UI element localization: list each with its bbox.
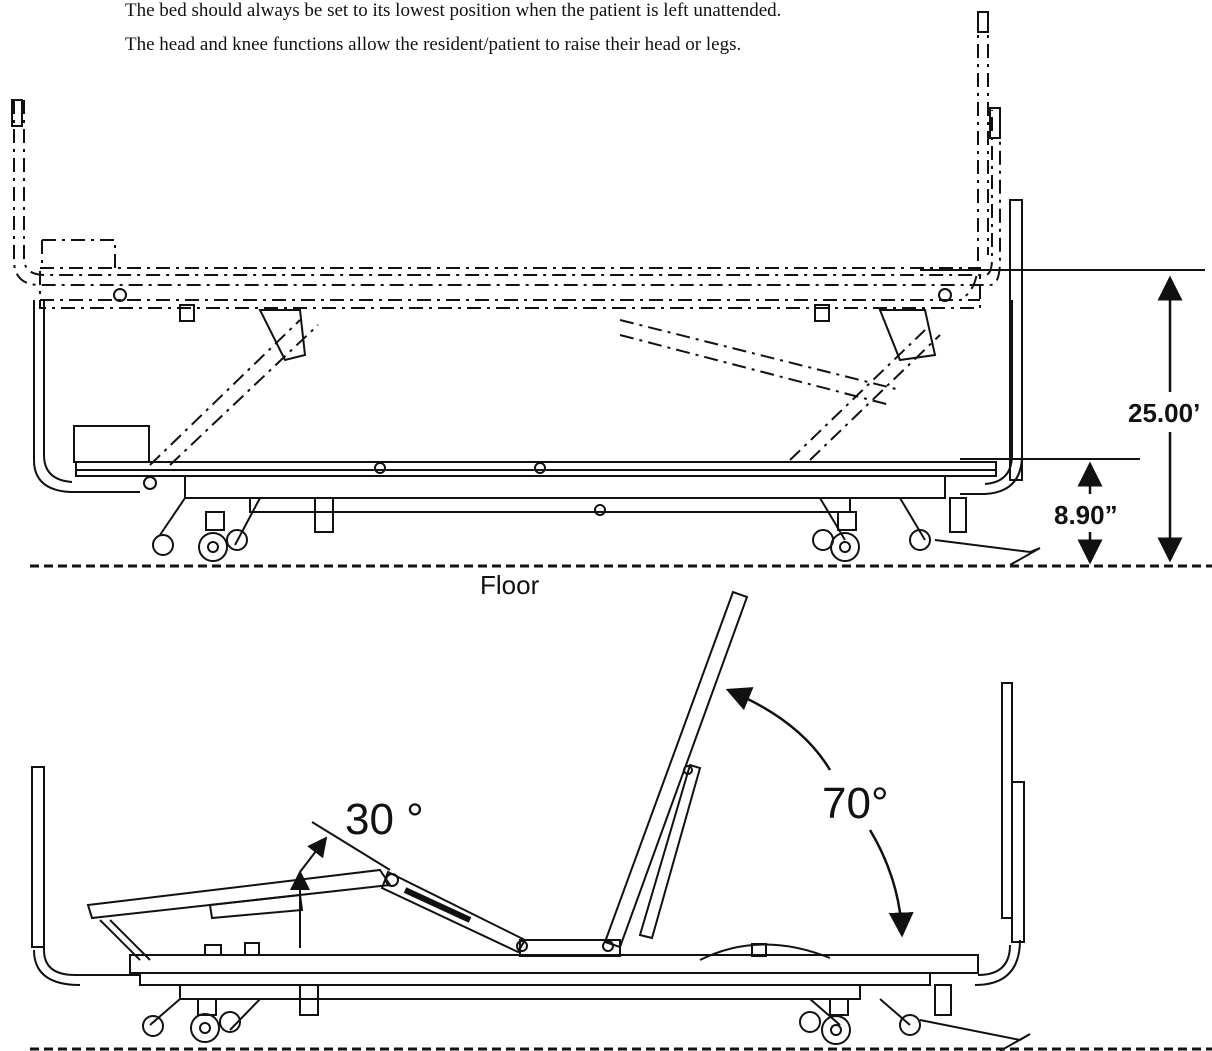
dimension-low-label: 8.90”	[1054, 500, 1118, 530]
caption-line-2: The head and knee functions allow the re…	[125, 34, 742, 55]
top-bed-figure	[11, 11, 1205, 566]
knee-angle-indicator	[290, 821, 391, 948]
floor-label: Floor	[480, 570, 540, 600]
bottom-bed-figure	[31, 590, 1031, 1051]
dimension-high-label: 25.00’	[1128, 398, 1200, 428]
low-position-frame	[33, 300, 1041, 566]
head-angle-label: 70°	[822, 779, 889, 828]
raised-frame-solid	[11, 11, 1023, 481]
caption-line-1: The bed should always be set to its lowe…	[125, 0, 782, 21]
head-angle-indicator	[725, 687, 914, 938]
raised-position-outline	[13, 15, 1001, 466]
knee-angle-label: 30 °	[345, 795, 424, 844]
